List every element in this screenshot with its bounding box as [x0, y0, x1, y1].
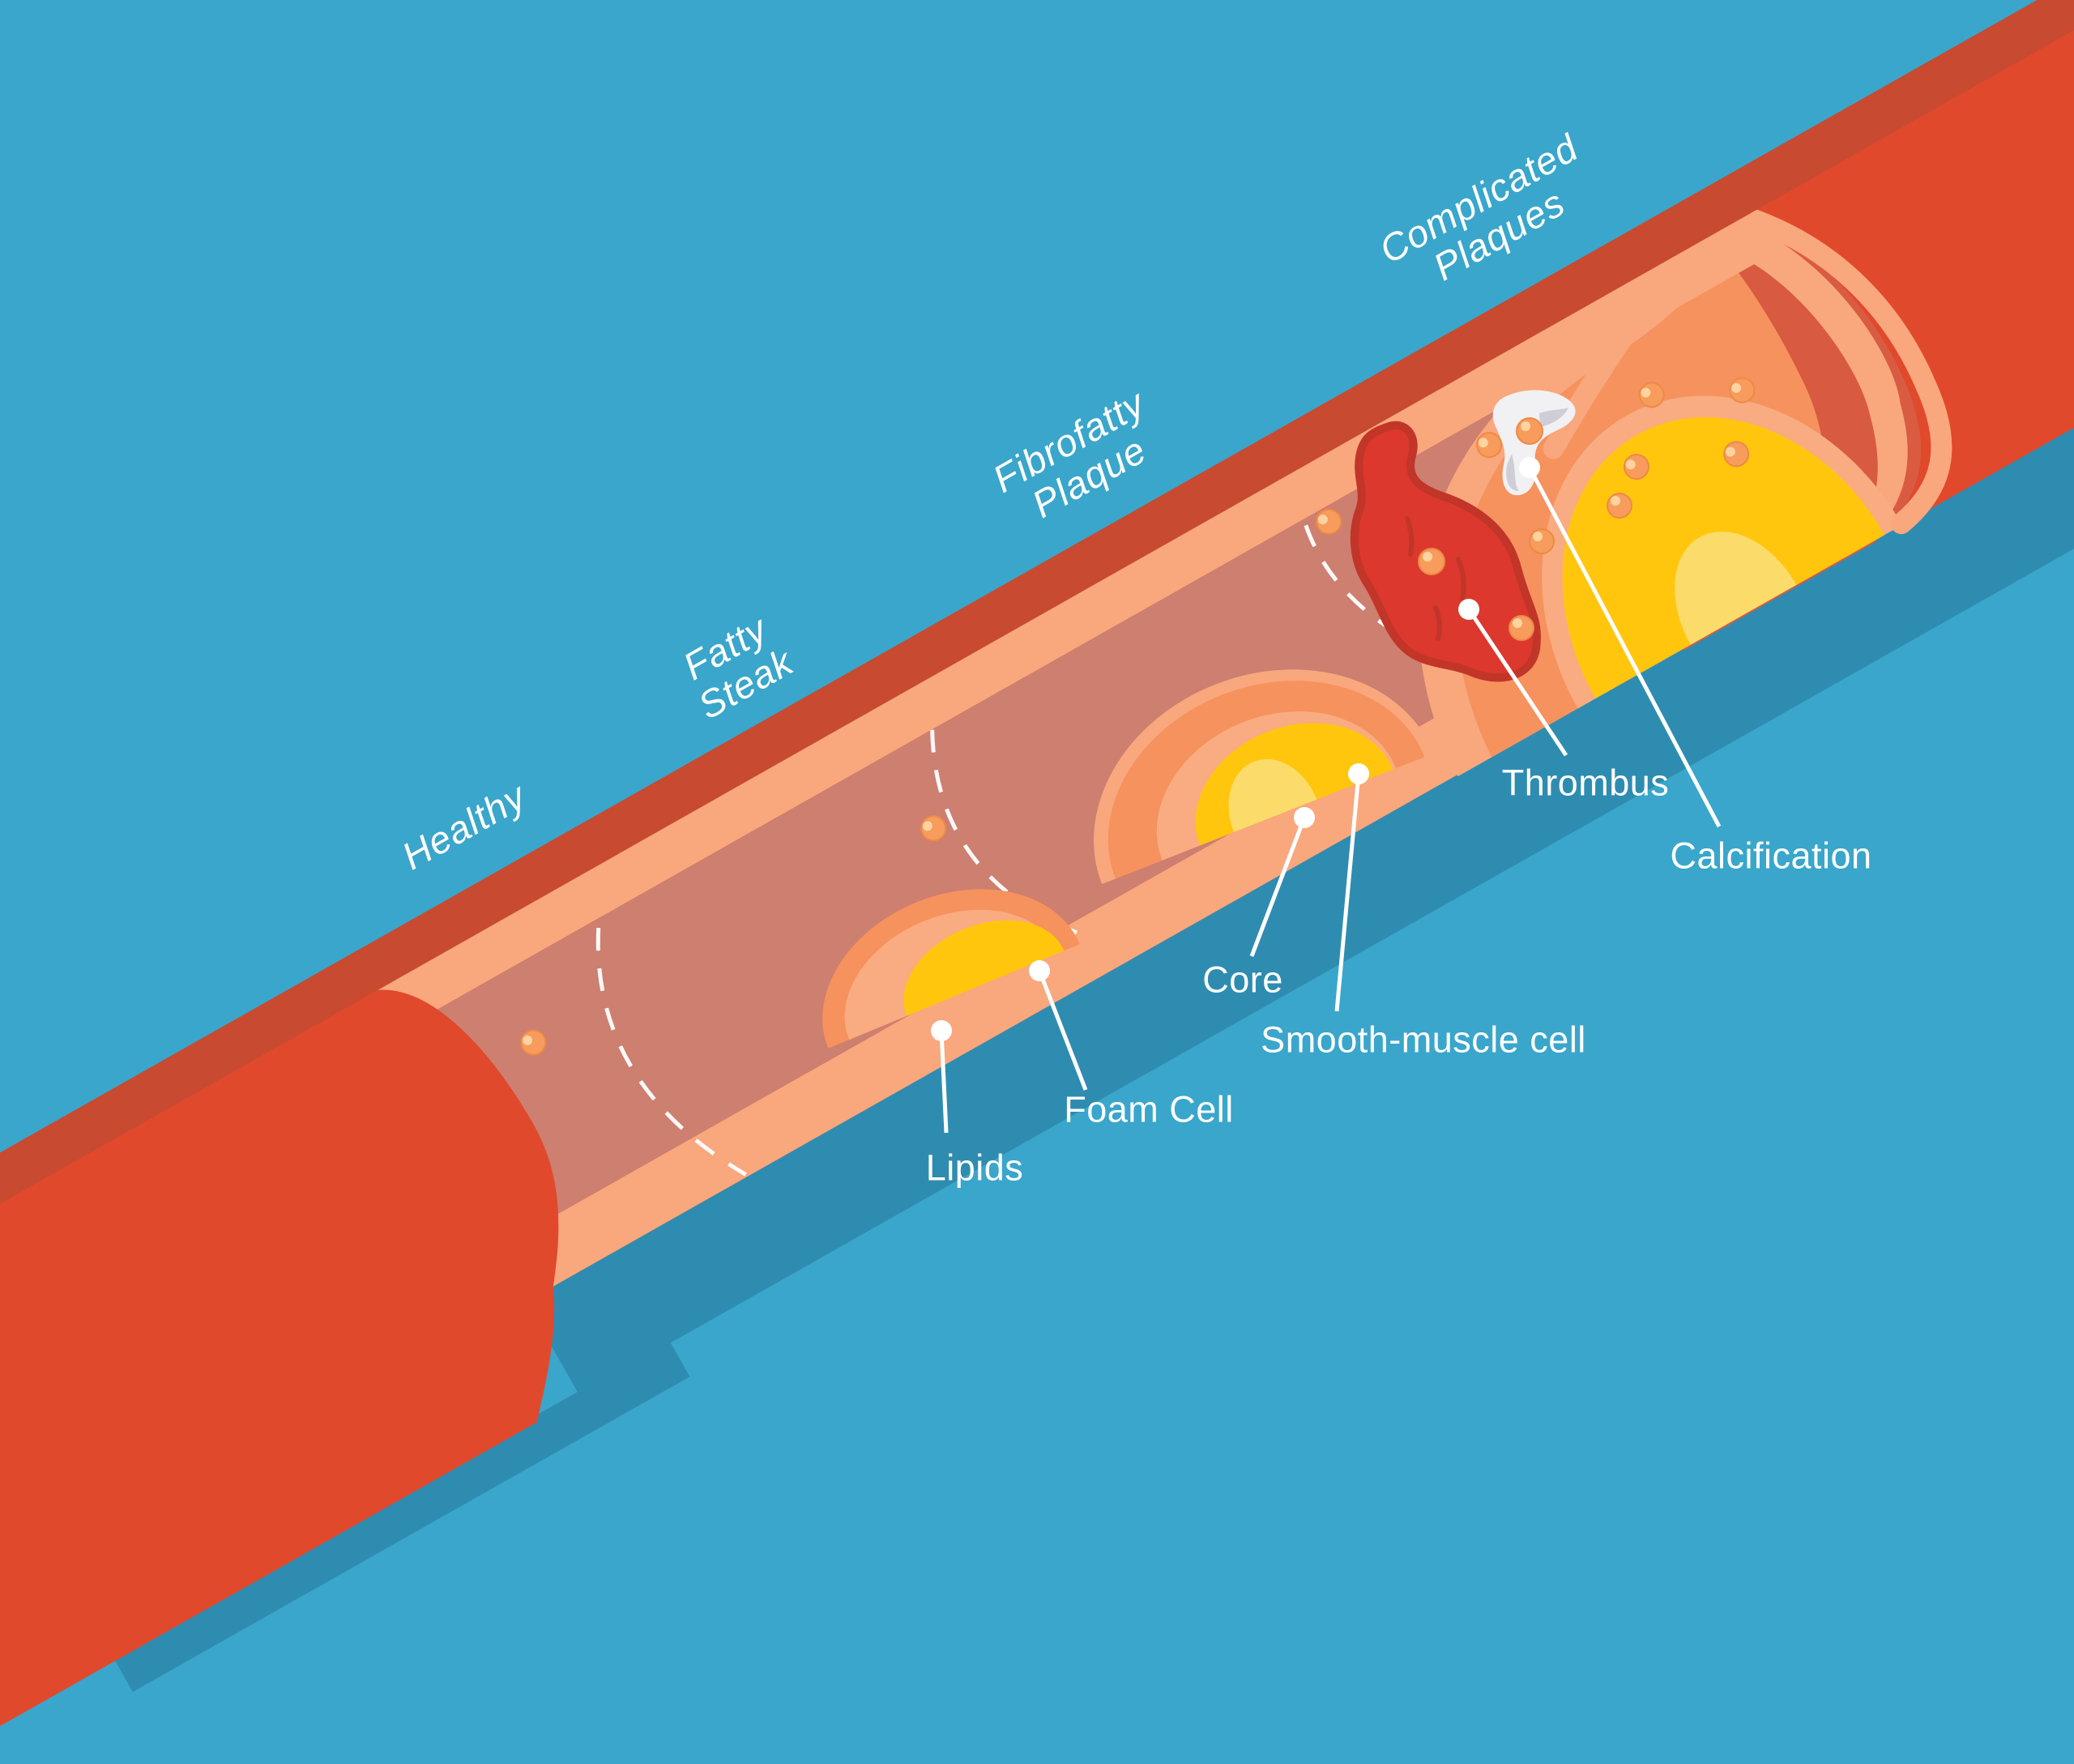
callout-label-core: Core	[1202, 959, 1283, 1001]
divider-healthy-fatty	[595, 887, 747, 1177]
lipid-ball	[1509, 615, 1534, 641]
leader-calcification	[1519, 457, 1722, 828]
tube-shadow	[526, 280, 2074, 1395]
leader-core	[1249, 807, 1315, 957]
lipid-ball	[1723, 441, 1750, 468]
lipid-ball	[1516, 417, 1543, 445]
divider-fibrofatty-complicated	[1294, 485, 1589, 699]
callout-label-smooth-muscle: Smooth-muscle cell	[1261, 1019, 1586, 1061]
callout-label-lipids: Lipids	[925, 1147, 1024, 1189]
lipid-ball	[520, 1029, 547, 1056]
artery-right-section	[1720, 0, 2074, 521]
leader-foam-cell	[1029, 960, 1088, 1091]
lipid-ball	[1729, 377, 1756, 404]
lipid-ball	[1418, 548, 1445, 575]
fibro-plaque-core-highlight	[1228, 758, 1317, 832]
fibrofatty-plaque	[1094, 669, 1434, 885]
callout-label-thrombus: Thrombus	[1501, 762, 1670, 804]
fatty-plaque-lipid-core	[903, 920, 1065, 1016]
lipid-ball	[1476, 432, 1503, 459]
annotation-overlay	[931, 390, 1722, 1134]
lipid-balls-tube	[520, 377, 1756, 1056]
fatty-streak-plaque	[822, 889, 1080, 1049]
lipid-ball	[1623, 454, 1649, 481]
artery-left-cap-band	[0, 946, 386, 1338]
complicated-plaque-core-highlight	[1675, 532, 1797, 645]
artery-left-cap	[0, 971, 559, 1733]
leader-lines	[931, 457, 1722, 1134]
lipid-ball	[920, 815, 947, 842]
arch-right-branch	[1707, 198, 1952, 535]
leader-smooth-muscle	[1334, 763, 1369, 1012]
leader-thrombus	[1458, 599, 1568, 757]
lipid-ball	[1316, 508, 1342, 535]
leader-lipids	[931, 1020, 952, 1134]
callout-label-foam-cell: Foam Cell	[1064, 1088, 1234, 1130]
lipid-ball	[1529, 528, 1555, 554]
lipid-ball	[1638, 382, 1665, 408]
thrombus-texture-lines	[1405, 516, 1466, 641]
thrombus-clot	[1350, 421, 1541, 682]
lipid-balls-overlay	[1418, 417, 1632, 641]
callout-label-calcification: Calcification	[1670, 835, 1872, 877]
thrombus-body	[1350, 421, 1541, 682]
calcification-shading	[1506, 408, 1568, 491]
lipid-ball	[1607, 493, 1632, 519]
divider-fatty-fibrofatty	[930, 689, 1089, 939]
zone-divider-dashes	[595, 485, 1589, 1177]
